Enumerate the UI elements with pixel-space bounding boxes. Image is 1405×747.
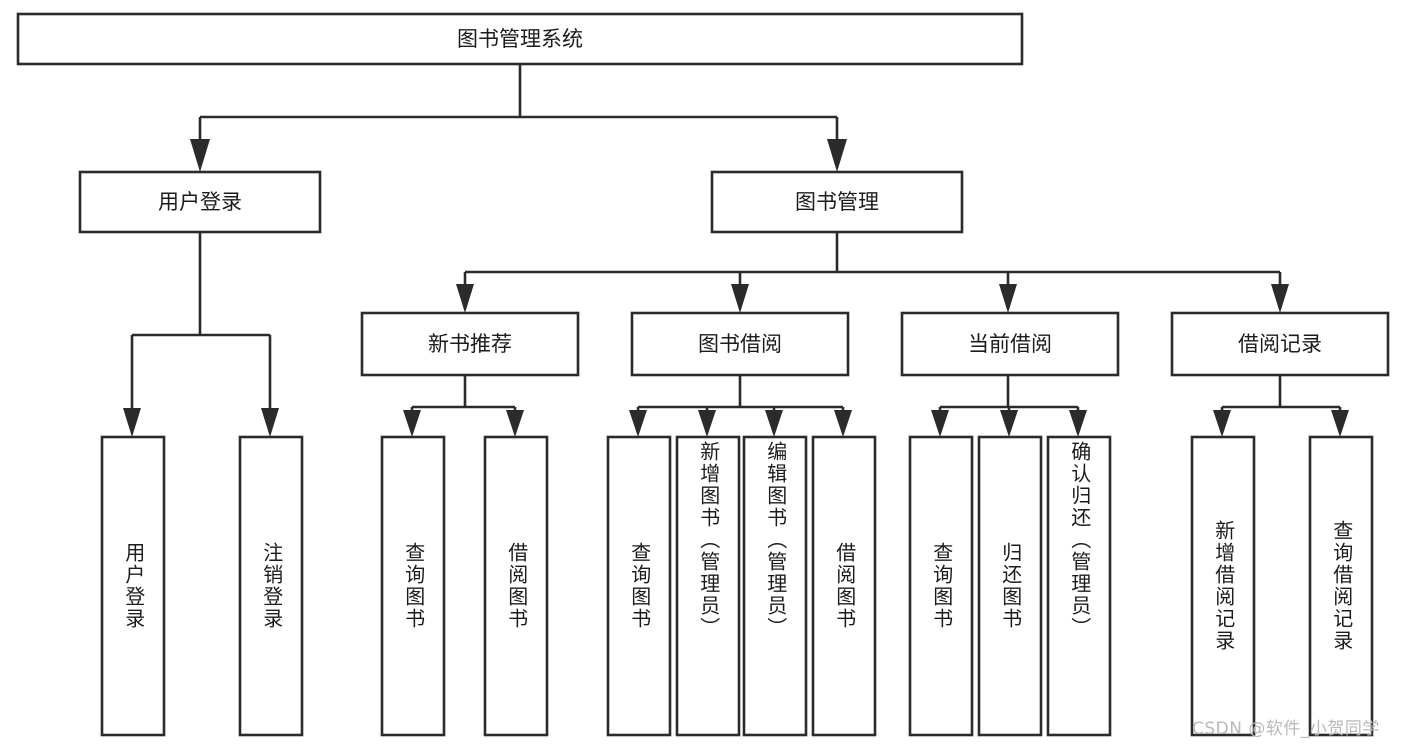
node-box-leaf-borrow-book-2[interactable] — [811, 435, 877, 737]
node-box-leaf-return-book[interactable] — [977, 435, 1043, 737]
node-box-leaf-add-book[interactable] — [675, 435, 741, 737]
node-label-root: 图书管理系统 — [457, 27, 583, 51]
node-label-book-manage: 图书管理 — [795, 190, 879, 214]
arrowhead-leaf-query-book-3 — [931, 410, 949, 437]
arrowhead-current-borrow — [999, 284, 1017, 313]
arrowhead-book-manage — [827, 139, 847, 172]
node-label-current-borrow: 当前借阅 — [968, 332, 1052, 356]
node-label-new-book-rec: 新书推荐 — [428, 332, 512, 356]
connector-group-root-to-level1 — [190, 64, 847, 172]
node-box-leaf-query-book-2[interactable] — [606, 435, 672, 737]
node-box-leaf-query-record[interactable] — [1308, 435, 1374, 737]
arrowhead-borrow-record — [1271, 284, 1289, 313]
node-box-leaf-edit-book[interactable] — [742, 435, 808, 737]
node-box-leaf-add-record[interactable] — [1190, 435, 1256, 737]
node-box-leaf-logout[interactable] — [238, 435, 304, 737]
node-label-borrow-record: 借阅记录 — [1238, 332, 1322, 356]
node-box-current-borrow[interactable] — [900, 311, 1120, 377]
node-box-leaf-confirm-return[interactable] — [1046, 435, 1112, 737]
connector-group-user-login-children — [123, 232, 279, 437]
node-box-user-login[interactable] — [78, 170, 322, 234]
arrowhead-leaf-query-book-1 — [403, 410, 421, 437]
arrowhead-leaf-borrow-book-2 — [834, 410, 852, 437]
node-label-user-login: 用户登录 — [158, 190, 242, 214]
arrowhead-new-book-rec — [456, 284, 474, 313]
arrowhead-leaf-user-login — [123, 408, 141, 437]
node-box-leaf-query-book-1[interactable] — [380, 435, 446, 737]
arrowhead-leaf-add-record — [1213, 410, 1231, 437]
node-box-borrow-record[interactable] — [1170, 311, 1390, 377]
arrowhead-leaf-add-book — [698, 410, 716, 437]
arrowhead-leaf-edit-book — [765, 410, 783, 437]
arrowhead-leaf-return-book — [1000, 410, 1018, 437]
node-box-book-manage[interactable] — [710, 170, 964, 234]
node-box-leaf-query-book-3[interactable] — [908, 435, 974, 737]
arrowhead-leaf-logout — [261, 408, 279, 437]
arrowhead-user-login — [190, 139, 210, 172]
node-label-book-borrow: 图书借阅 — [698, 332, 782, 356]
node-box-root[interactable] — [16, 12, 1024, 66]
arrowhead-leaf-query-record — [1331, 410, 1349, 437]
connector-group-book-manage-to-level2 — [456, 232, 1289, 313]
arrowhead-leaf-query-book-2 — [629, 410, 647, 437]
connector-group-book-borrow-children — [629, 375, 852, 437]
node-box-book-borrow[interactable] — [630, 311, 850, 377]
arrowhead-leaf-confirm-return — [1069, 410, 1087, 437]
node-box-leaf-borrow-book-1[interactable] — [483, 435, 549, 737]
node-box-new-book-rec[interactable] — [360, 311, 580, 377]
connector-group-new-book-rec-children — [403, 375, 524, 437]
connector-group-borrow-record-children — [1213, 375, 1349, 437]
arrowhead-book-borrow — [731, 284, 749, 313]
connector-group-current-borrow-children — [931, 375, 1087, 437]
node-box-leaf-user-login[interactable] — [100, 435, 166, 737]
arrowhead-leaf-borrow-book-1 — [506, 410, 524, 437]
watermark-text: CSDN @软件_小贺同学 — [1192, 719, 1380, 739]
